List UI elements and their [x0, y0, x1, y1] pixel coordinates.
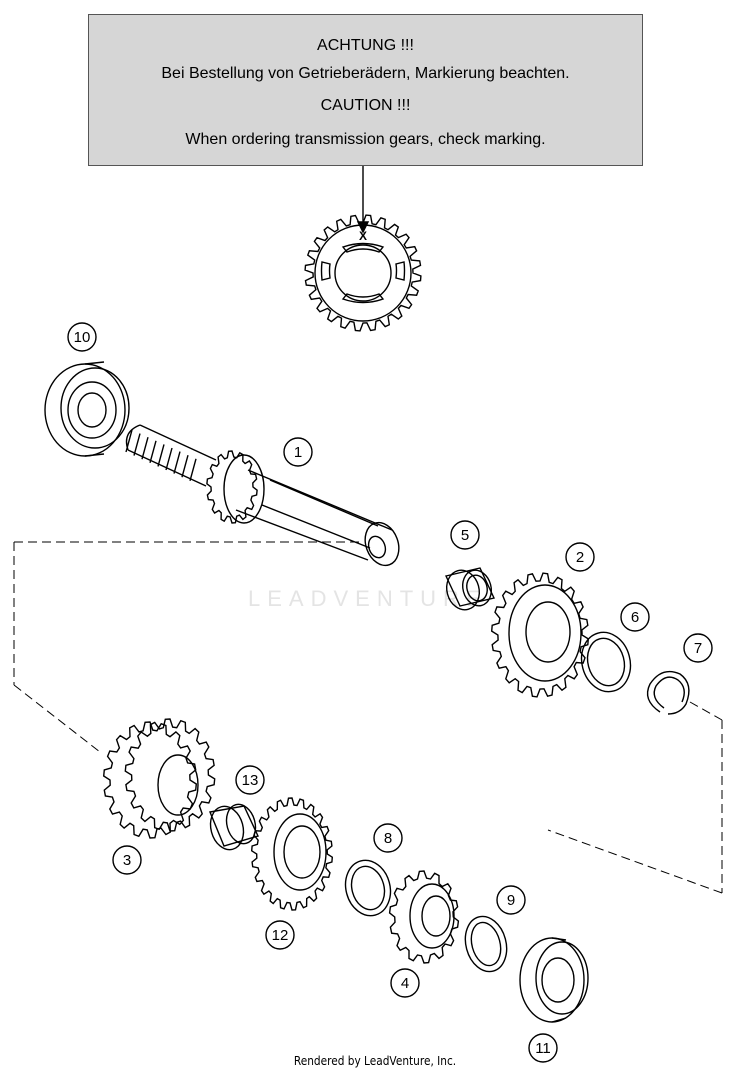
part-6-washer — [580, 631, 632, 693]
callout-6-circle — [620, 602, 650, 632]
part-4-gear — [388, 870, 460, 964]
callout-6-label: 6 — [631, 609, 639, 626]
callout-5-circle — [450, 520, 480, 550]
part-13-bushing — [209, 803, 259, 851]
assembly-dashed-line — [13, 541, 723, 894]
part-1-main-shaft — [125, 424, 400, 567]
footer-credit: Rendered by LeadVenture, Inc. — [293, 1054, 457, 1068]
marking-x-label: X — [359, 229, 367, 243]
callout-12-circle — [265, 920, 295, 950]
part-8-washer — [344, 859, 392, 917]
callout-1-label: 1 — [294, 444, 302, 461]
part-11-bearing — [519, 937, 589, 1023]
notice-english-title: CAUTION !!! — [320, 97, 411, 114]
callout-4-label: 4 — [401, 975, 409, 992]
callout-7-label: 7 — [694, 640, 702, 657]
watermark-text: LEADVENTURE — [248, 586, 488, 611]
callout-2-circle — [565, 542, 595, 572]
callout-13-label: 13 — [242, 772, 259, 789]
notice-german-title: ACHTUNG !!! — [317, 37, 414, 54]
callout-11-circle — [528, 1033, 558, 1063]
callout-10-circle — [67, 322, 97, 352]
callout-9-circle — [496, 885, 526, 915]
callout-8-circle — [373, 823, 403, 853]
notice-german-text: Bei Bestellung von Getrieberädern, Marki… — [161, 65, 570, 82]
callout-9-label: 9 — [507, 892, 515, 909]
part-10-bearing — [44, 361, 130, 457]
notice-english-text: When ordering transmission gears, check … — [185, 131, 546, 148]
caution-notice-box: ACHTUNG !!! Bei Bestellung von Getrieber… — [88, 14, 643, 166]
part-3-gear-cluster — [102, 718, 216, 839]
part-2-gear — [490, 572, 590, 698]
callout-12-label: 12 — [272, 927, 289, 944]
callout-8-label: 8 — [384, 830, 392, 847]
callout-2-label: 2 — [576, 549, 584, 566]
callout-3-label: 3 — [123, 852, 131, 869]
callout-13-circle — [235, 765, 265, 795]
callout-7-circle — [683, 633, 713, 663]
callout-1-circle — [283, 437, 313, 467]
callout-4-circle — [390, 968, 420, 998]
part-5-bushing — [445, 567, 495, 611]
callout-3-circle — [112, 845, 142, 875]
part-9-washer — [464, 915, 508, 973]
callout-5-label: 5 — [461, 527, 469, 544]
callout-11-label: 11 — [535, 1040, 551, 1057]
marking-detail-gear: X — [304, 214, 422, 332]
part-7-circlip — [646, 670, 690, 715]
callout-10-label: 10 — [74, 329, 91, 346]
part-12-gear — [250, 797, 334, 911]
